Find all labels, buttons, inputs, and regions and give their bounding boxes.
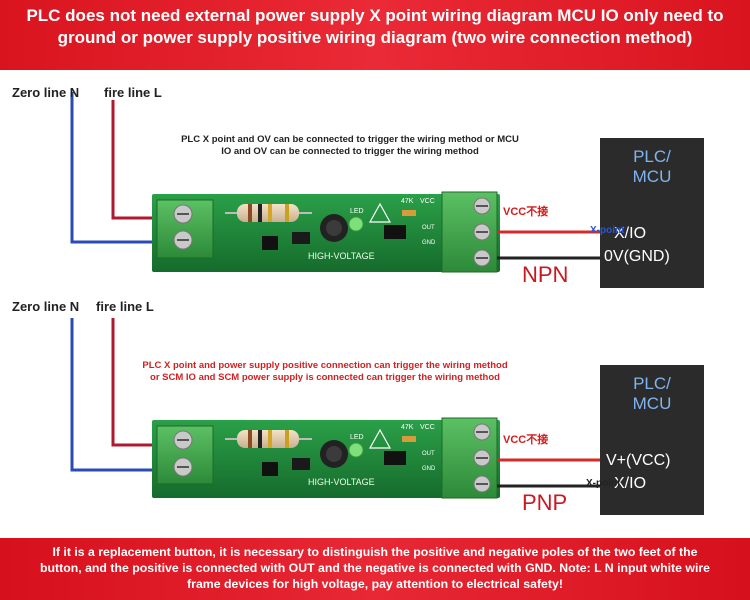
bottom-wire-n — [70, 318, 175, 472]
top-board — [152, 191, 500, 273]
top-plc-box: PLC/ MCU X/IO 0V(GND) — [600, 138, 704, 288]
top-fire-line-label: fire line L — [104, 85, 162, 100]
bottom-fire-line-label: fire line L — [96, 299, 154, 314]
bottom-board — [152, 417, 500, 499]
bottom-mode-label: PNP — [522, 490, 568, 515]
bottom-zero-line-label: Zero line N — [12, 299, 80, 314]
top-board-led: LED — [350, 208, 364, 215]
bottom-pin-1: V+(VCC) — [606, 452, 671, 469]
bottom-board-led: LED — [350, 434, 364, 441]
bottom-plc-box: PLC/ MCU V+(VCC) X/IO — [600, 365, 704, 515]
bottom-x-point: X-point — [586, 478, 621, 489]
top-note: PLC X point and OV can be connected to t… — [181, 134, 519, 157]
bottom-note: PLC X point and power supply positive co… — [142, 360, 508, 383]
top-board-vcc: VCC — [420, 198, 435, 205]
top-box-title-1: PLC/ — [633, 147, 671, 166]
header-title: PLC does not need external power supply … — [26, 6, 724, 47]
bottom-board-text: HIGH-VOLTAGE — [308, 477, 375, 487]
top-x-point: X-point — [590, 225, 625, 236]
top-pin-2: 0V(GND) — [604, 248, 670, 265]
footer-text: If it is a replacement button, it is nec… — [40, 545, 711, 591]
bottom-board-vcc: VCC — [420, 424, 435, 431]
bottom-vcc-label: VCC不接 — [503, 434, 549, 446]
top-zero-line-label: Zero line N — [12, 85, 80, 100]
top-board-r: 47K — [401, 198, 414, 205]
bottom-board-out: OUT — [422, 451, 435, 457]
top-pin-1: X/IO — [614, 225, 647, 242]
top-wire-n — [70, 92, 175, 244]
top-box-title-2: MCU — [632, 167, 672, 186]
top-board-text: HIGH-VOLTAGE — [308, 251, 375, 261]
bottom-board-gnd: GND — [422, 466, 436, 472]
top-vcc-label: VCC不接 — [503, 206, 549, 218]
bottom-box-title-1: PLC/ — [633, 374, 671, 393]
top-board-out: OUT — [422, 225, 435, 231]
top-mode-label: NPN — [522, 262, 569, 287]
footer-banner: If it is a replacement button, it is nec… — [0, 538, 750, 600]
bottom-board-r: 47K — [401, 424, 414, 431]
bottom-pin-2: X/IO — [614, 475, 647, 492]
bottom-box-title-2: MCU — [632, 394, 672, 413]
top-board-gnd: GND — [422, 240, 436, 246]
header-banner: PLC does not need external power supply … — [0, 0, 750, 70]
